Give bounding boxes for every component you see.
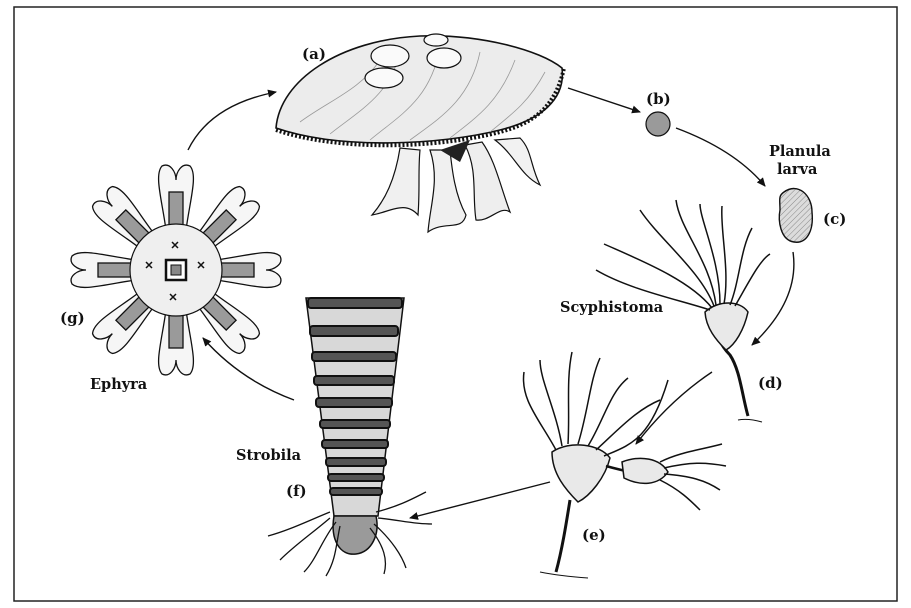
- strobila-illustration: [268, 298, 432, 576]
- stage-b-label: (b): [646, 90, 671, 108]
- arrow-e-to-f: [410, 482, 550, 518]
- stage-g-label: (g): [60, 309, 85, 327]
- arrow-b-to-c: [676, 128, 765, 186]
- stage-d-label: (d): [758, 374, 783, 392]
- budding-polyp-illustration: [523, 352, 726, 578]
- scyphistoma-name: Scyphistoma: [560, 299, 664, 316]
- gonad: [365, 68, 403, 88]
- medusa-illustration: [276, 34, 564, 232]
- arrow-f-to-g: [203, 338, 294, 400]
- planula-name-line1: Planula: [769, 143, 831, 160]
- stage-e-label: (e): [582, 526, 606, 544]
- planula-name-line2: larva: [777, 161, 818, 178]
- oral-arm: [465, 142, 510, 220]
- arrow-a-to-b: [568, 88, 640, 112]
- planula-illustration: [779, 189, 812, 243]
- gonad: [424, 34, 448, 46]
- ephyra-name: Ephyra: [90, 376, 148, 393]
- gonad: [371, 45, 409, 67]
- arrow-g-to-a: [188, 92, 276, 150]
- stage-c-label: (c): [823, 210, 846, 228]
- stage-a-label: (a): [302, 45, 326, 63]
- arrow-d-to-e: [636, 372, 712, 444]
- strobila-name: Strobila: [236, 447, 302, 464]
- oral-arm: [495, 138, 540, 185]
- oral-arm: [372, 148, 420, 215]
- oral-arm: [428, 150, 466, 232]
- stage-f-label: (f): [286, 482, 307, 500]
- ephyra-illustration: [71, 165, 281, 375]
- egg-illustration: [646, 112, 670, 136]
- gonad: [427, 48, 461, 68]
